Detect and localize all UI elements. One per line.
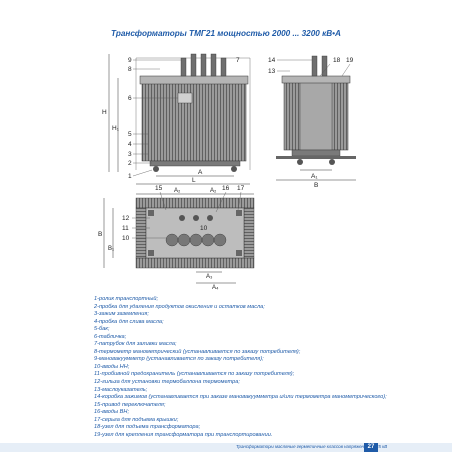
side-bushings: [311, 55, 328, 77]
svg-text:5: 5: [128, 131, 132, 138]
legend-item: 10-вводы НН;: [94, 363, 130, 370]
dim-b-top: B: [98, 231, 102, 238]
svg-text:13: 13: [268, 68, 276, 75]
legend-item: 1-ролик транспортный;: [94, 296, 159, 302]
legend-item: 16-вводы ВН;: [94, 409, 129, 416]
legend-item: 4-пробка для слива масла;: [94, 318, 164, 325]
footer-bar: [0, 443, 452, 452]
roller-right: [231, 166, 237, 172]
front-base: [149, 160, 241, 167]
legend-item: 6-табличка;: [94, 333, 127, 340]
legend-item: 17-серьга для подъема крышки;: [94, 416, 179, 423]
dim-h1: H₁: [112, 125, 120, 132]
svg-text:10: 10: [122, 235, 130, 242]
legend-item: 11-пробивной предохранитель (устанавлива…: [94, 371, 295, 378]
front-callouts: 9 8 7 6 5 4 3 2 1: [128, 57, 240, 180]
svg-text:10: 10: [200, 225, 208, 232]
svg-text:9: 9: [128, 57, 132, 64]
legend-item: 15-привод переключателя;: [94, 401, 166, 408]
svg-text:2: 2: [128, 160, 132, 167]
svg-text:11: 11: [122, 225, 129, 232]
side-callouts: 14 13 18 19: [268, 57, 354, 75]
top-view: 15 16 17 12 11 10 10 A₂ A₂ B: [98, 185, 255, 291]
legend-item: 8-термометр манометрический (устанавлива…: [94, 348, 301, 355]
page-number: 27: [364, 443, 378, 452]
legend-item: 18-узел для подъема трансформатора;: [94, 424, 201, 431]
legend-list: 1-ролик транспортный; 2-пробка для удале…: [94, 296, 434, 439]
svg-text:6: 6: [128, 95, 132, 102]
dim-b-side: B: [314, 182, 318, 189]
legend-item: 12-гильза для установки термобаллона тер…: [94, 379, 240, 386]
svg-text:12: 12: [122, 215, 130, 222]
svg-text:18: 18: [333, 57, 341, 64]
dim-l: L: [192, 177, 196, 184]
roller-left: [153, 166, 159, 172]
legend-item: 9-мановакуумметр (устанавливается по зак…: [94, 356, 264, 363]
legend-item: 13-маслоуказатель;: [94, 386, 148, 393]
legend-item: 5-бак;: [94, 326, 110, 333]
dim-a2-left: A₂: [174, 188, 181, 194]
legend-item: 2-пробка для удаления продуктов окислени…: [94, 303, 265, 310]
svg-text:3: 3: [128, 151, 132, 158]
svg-text:15: 15: [155, 185, 163, 192]
front-bushings: [180, 53, 227, 77]
front-cover: [139, 75, 249, 85]
svg-text:16: 16: [222, 185, 230, 192]
top-bushings: [165, 215, 227, 247]
dim-a3: A₃: [206, 274, 213, 280]
svg-text:4: 4: [128, 141, 132, 148]
legend-item: 19-узел для крепления трансформатора при…: [94, 431, 273, 438]
nameplate: [177, 92, 193, 104]
legend-item: 14-коробка зажимов (устанавливается при …: [94, 394, 387, 401]
dim-a2-right: A₂: [210, 188, 217, 194]
footer-text: Трансформаторы масляные герметичные клас…: [236, 444, 388, 449]
legend-item: 7-патрубок для заливки масла;: [94, 341, 177, 348]
svg-text:19: 19: [346, 57, 354, 64]
svg-text:8: 8: [128, 66, 132, 73]
svg-text:7: 7: [236, 57, 240, 64]
legend-item: 3-зажим заземления;: [94, 311, 149, 318]
dim-a1: A₁: [311, 173, 318, 180]
side-view: 14 13 18 19 B A₁: [268, 55, 356, 189]
dim-h: H: [102, 109, 107, 116]
dim-a4: A₄: [212, 285, 219, 291]
front-tank: [141, 82, 247, 162]
dim-a: A: [198, 169, 203, 176]
top-callouts: 15 16 17 12 11 10 10: [122, 185, 245, 242]
svg-text:14: 14: [268, 57, 276, 64]
front-view: 9 8 7 6 5 4 3 2 1: [102, 53, 251, 185]
page-title: Трансформаторы ТМГ21 мощностью 2000 ... …: [111, 29, 341, 38]
svg-text:17: 17: [237, 185, 245, 192]
svg-text:1: 1: [128, 173, 132, 180]
dim-b1: B₁: [108, 246, 114, 252]
